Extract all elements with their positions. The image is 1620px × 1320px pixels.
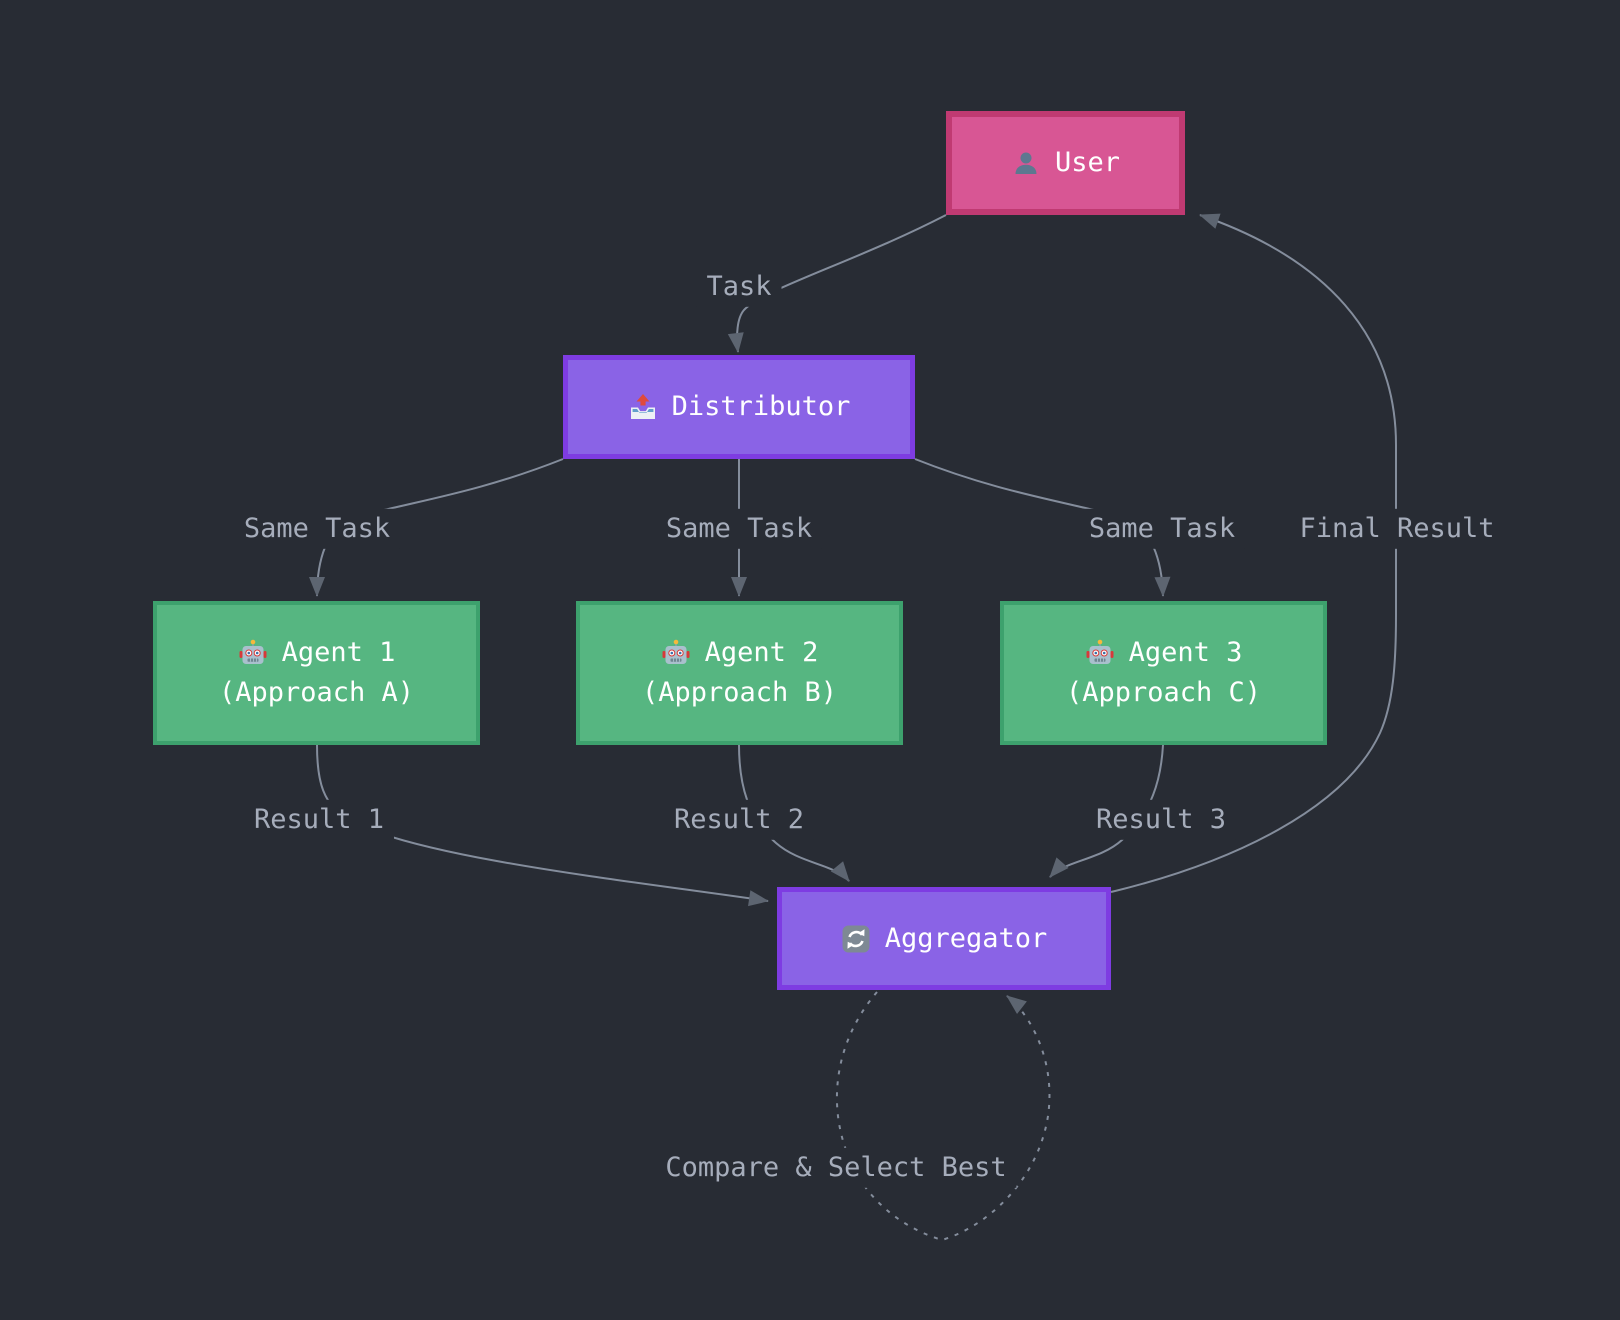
node-agent3-label: Agent 3 bbox=[1128, 637, 1243, 668]
outbox-tray-icon bbox=[628, 392, 658, 422]
node-agent1: Agent 1 (Approach A) bbox=[153, 601, 480, 745]
node-distributor: Distributor bbox=[563, 355, 915, 459]
node-agent3: Agent 3 (Approach C) bbox=[1000, 601, 1327, 745]
edge-aggregator-self-loop bbox=[835, 991, 1051, 1242]
node-agent2-label: Agent 2 bbox=[704, 637, 819, 668]
node-distributor-label: Distributor bbox=[671, 391, 851, 422]
robot-icon bbox=[1085, 638, 1115, 668]
edge-agent1-to-aggregator bbox=[316, 744, 769, 907]
node-user: User bbox=[946, 111, 1185, 215]
edge-label-final-result: Final Result bbox=[1289, 508, 1505, 550]
node-user-label: User bbox=[1054, 147, 1121, 178]
edge-label-same-task-3: Same Task bbox=[1078, 508, 1246, 550]
edge-agent2-to-aggregator bbox=[738, 744, 850, 882]
edge-label-result-2: Result 2 bbox=[663, 799, 815, 841]
node-agent2: Agent 2 (Approach B) bbox=[576, 601, 903, 745]
node-agent3-sublabel: (Approach C) bbox=[1065, 677, 1262, 708]
node-aggregator: Aggregator bbox=[777, 887, 1111, 990]
node-agent2-sublabel: (Approach B) bbox=[641, 677, 838, 708]
node-agent1-label: Agent 1 bbox=[281, 637, 396, 668]
user-icon bbox=[1011, 148, 1041, 178]
node-agent1-sublabel: (Approach A) bbox=[218, 677, 415, 708]
edge-aggregator-to-user bbox=[1110, 213, 1397, 893]
edge-label-result-1: Result 1 bbox=[243, 799, 395, 841]
sync-arrows-icon bbox=[841, 924, 871, 954]
edge-label-compare-select-best: Compare & Select Best bbox=[655, 1147, 1017, 1189]
robot-icon bbox=[661, 638, 691, 668]
edge-label-same-task-1: Same Task bbox=[233, 508, 401, 550]
edge-label-result-3: Result 3 bbox=[1085, 799, 1237, 841]
robot-icon bbox=[238, 638, 268, 668]
edge-label-same-task-2: Same Task bbox=[655, 508, 823, 550]
node-aggregator-label: Aggregator bbox=[884, 922, 1048, 954]
edge-label-task: Task bbox=[696, 266, 782, 308]
